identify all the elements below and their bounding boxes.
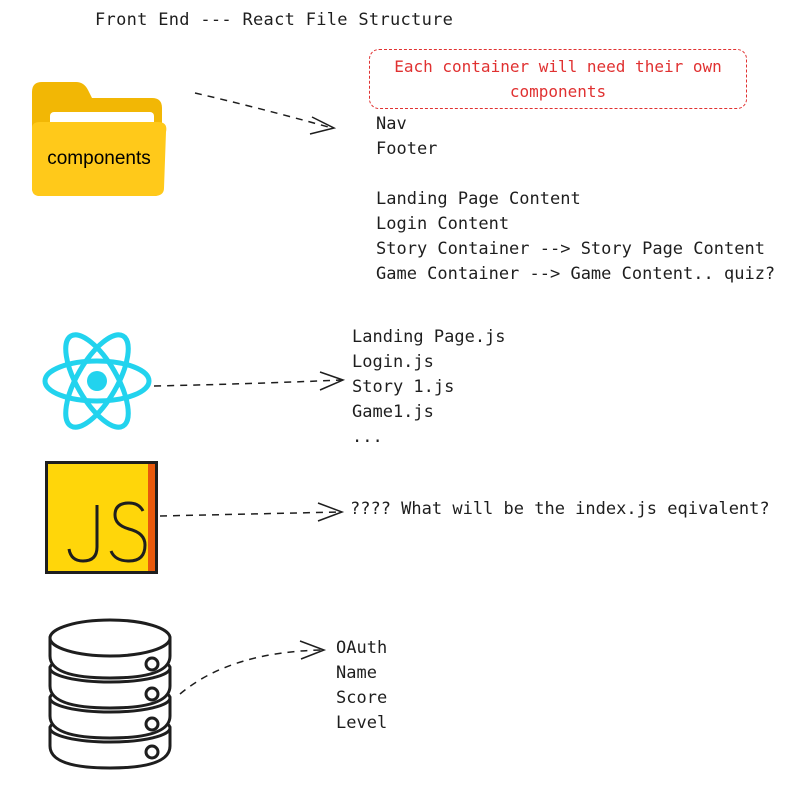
list-item: Game Container --> Game Content.. quiz? xyxy=(376,264,776,284)
database-icon xyxy=(48,618,172,770)
list-item: Footer xyxy=(376,139,438,159)
database-fields-list: OAuth Name Score Level xyxy=(336,636,387,736)
list-item: Login.js xyxy=(352,352,434,372)
folder-icon xyxy=(32,82,167,196)
arrow-folder xyxy=(194,92,337,135)
list-item: Story 1.js xyxy=(352,377,455,397)
js-question: ???? What will be the index.js eqivalent… xyxy=(350,499,770,519)
folder-label: components xyxy=(47,148,151,169)
diagram-title: Front End --- React File Structure xyxy=(95,10,454,30)
list-item: Game1.js xyxy=(352,402,434,422)
list-item: Level xyxy=(336,713,388,733)
arrow-react xyxy=(153,371,346,391)
arrow-js xyxy=(159,502,345,522)
note-line-2: components xyxy=(509,82,607,101)
list-item: ... xyxy=(352,427,383,447)
note-line-1: Each container will need their own xyxy=(394,57,722,76)
list-item: Score xyxy=(336,688,388,708)
list-item: Landing Page.js xyxy=(352,327,506,347)
arrow-database xyxy=(179,640,327,695)
list-item: Landing Page Content xyxy=(376,189,581,209)
react-files-list: Landing Page.js Login.js Story 1.js Game… xyxy=(352,325,506,450)
components-list: Nav Footer Landing Page Content Login Co… xyxy=(376,112,775,287)
list-item: Nav xyxy=(376,114,407,134)
list-item: Story Container --> Story Page Content xyxy=(376,239,765,259)
note-box: Each container will need their own compo… xyxy=(369,49,747,109)
js-logo-icon xyxy=(45,461,158,574)
react-logo-icon xyxy=(42,332,152,430)
list-item: Name xyxy=(336,663,377,683)
list-item: Login Content xyxy=(376,214,510,234)
list-item: OAuth xyxy=(336,638,388,658)
